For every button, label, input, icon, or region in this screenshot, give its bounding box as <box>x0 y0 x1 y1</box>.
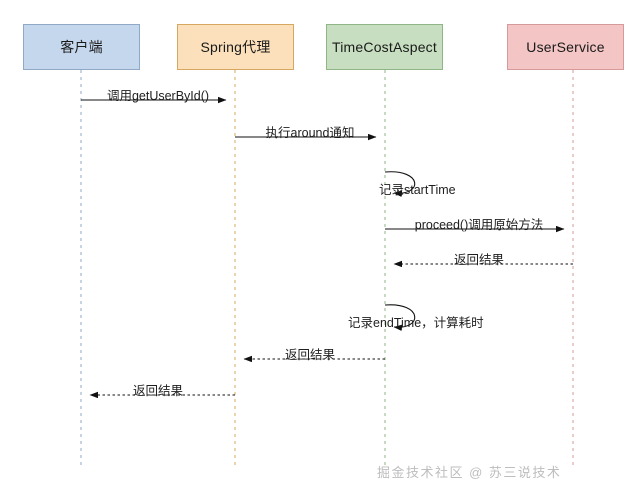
message-label-m8: 返回结果 <box>132 384 184 398</box>
message-label-m2: 执行around通知 <box>265 126 355 140</box>
message-label-m6: 记录endTime，计算耗时 <box>348 316 484 330</box>
participant-label-userservice: UserService <box>526 39 605 55</box>
participant-box-spring-proxy[interactable]: Spring代理 <box>177 24 294 70</box>
watermark-text: 掘金技术社区 @ 苏三说技术 <box>377 465 562 480</box>
message-self-loop-m6 <box>384 304 416 331</box>
participant-box-client[interactable]: 客户端 <box>23 24 140 70</box>
participant-label-client: 客户端 <box>60 39 103 55</box>
message-label-m3: 记录startTime <box>379 183 456 197</box>
message-self-loop-m3 <box>384 171 416 197</box>
participant-box-userservice[interactable]: UserService <box>507 24 624 70</box>
lifelines-layer <box>80 70 574 465</box>
message-label-m7: 返回结果 <box>284 348 336 362</box>
messages-layer <box>81 96 573 399</box>
participant-label-timecostaspect: TimeCostAspect <box>332 39 437 55</box>
participant-box-timecostaspect[interactable]: TimeCostAspect <box>326 24 443 70</box>
message-label-m4: proceed()调用原始方法 <box>414 218 544 232</box>
message-label-m5: 返回结果 <box>453 253 505 267</box>
message-label-m1: 调用getUserById() <box>106 89 210 103</box>
participant-label-spring-proxy: Spring代理 <box>200 39 271 55</box>
